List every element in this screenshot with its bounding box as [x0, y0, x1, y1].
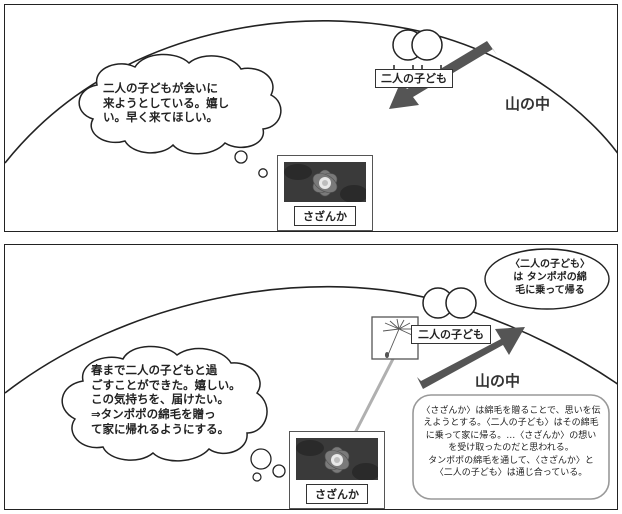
- explanation-box: [412, 394, 610, 500]
- mountain-outline: [5, 285, 617, 394]
- thought-trail-medium: [258, 168, 268, 178]
- thought-trail-small: [252, 472, 262, 482]
- top-panel: 二人の子どもが会いに 来ようとしている。嬉し い。早く来てほしい。 二人の子ども…: [4, 4, 618, 232]
- bottom-mountain-label: 山の中: [475, 372, 521, 390]
- sasanqua-flower-icon: [284, 164, 366, 202]
- children-note-text: 〈二人の子ども〉 は タンポポの綿 毛に乗って帰る: [510, 259, 590, 296]
- dandelion-frame: [371, 316, 419, 360]
- top-sasanqua-photo: [284, 162, 366, 202]
- bottom-thought-text: 春まで二人の子どもと過 ごすことができた。嬉しい。 この気持ちを、届けたい。 ⇒…: [91, 363, 241, 436]
- top-mountain-label: 山の中: [505, 95, 551, 113]
- thought-cloud: [61, 345, 268, 462]
- bottom-panel-drawing: [5, 248, 617, 500]
- child-head-right: [411, 29, 443, 61]
- bottom-sasanqua-card: さざんか: [289, 431, 385, 509]
- children-note-bubble: [484, 248, 610, 310]
- thought-trail-large: [250, 448, 272, 470]
- top-sasanqua-label: さざんか: [294, 206, 356, 226]
- bottom-panel: 春まで二人の子どもと過 ごすことができた。嬉しい。 この気持ちを、届けたい。 ⇒…: [4, 244, 618, 510]
- arrow-shape: [417, 327, 525, 389]
- top-children-label: 二人の子ども: [375, 69, 453, 88]
- sasanqua-flower-icon: [296, 440, 378, 480]
- connector-line: [353, 354, 397, 434]
- explanation-text: 〈さざんか〉は綿毛を贈ることで、思いを伝 えようとする。〈二人の子ども〉はその綿…: [421, 406, 601, 479]
- thought-trail-large: [234, 150, 248, 164]
- thought-cloud: [78, 53, 282, 155]
- top-thought-text: 二人の子どもが会いに 来ようとしている。嬉し い。早く来てほしい。: [103, 81, 230, 125]
- child-head-right: [445, 287, 477, 319]
- top-sasanqua-card: さざんか: [277, 155, 373, 231]
- bottom-sasanqua-photo: [296, 438, 378, 480]
- bottom-children-label: 二人の子ども: [411, 325, 491, 344]
- bottom-sasanqua-label: さざんか: [306, 484, 368, 504]
- thought-trail-medium: [272, 464, 286, 478]
